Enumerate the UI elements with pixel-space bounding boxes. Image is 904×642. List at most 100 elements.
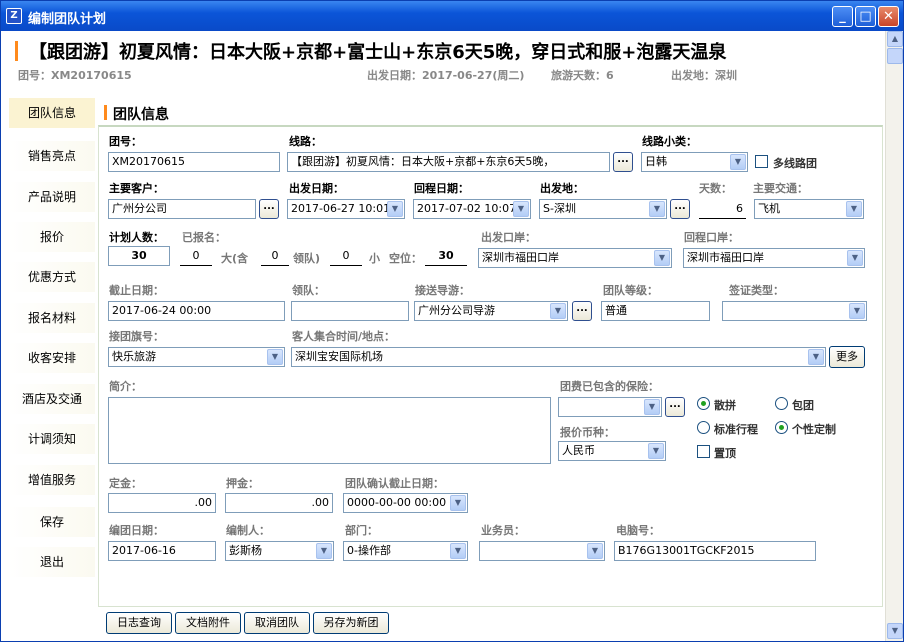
deadline-field[interactable]: 2017-06-24 00:00 — [108, 301, 285, 321]
title-bar[interactable]: Z 编制团队计划 _ □ ✕ — [1, 1, 903, 31]
radio-baotuan[interactable] — [775, 397, 788, 410]
sidebar-item-highlights[interactable]: 销售亮点 — [9, 141, 95, 171]
create-date-field[interactable]: 2017-06-16 — [108, 541, 216, 561]
minimize-button[interactable]: _ — [832, 6, 853, 27]
visa-select[interactable]: ▼ — [722, 301, 867, 321]
chevron-down-icon[interactable]: ▼ — [316, 543, 332, 559]
dept-select[interactable]: 0-操作部▼ — [343, 541, 468, 561]
sidebar-item-team-info[interactable]: 团队信息 — [9, 98, 95, 128]
creator-select[interactable]: 彭斯杨▼ — [225, 541, 334, 561]
route-browse-button[interactable]: ... — [613, 152, 633, 172]
plan-count-field[interactable]: 30 — [108, 246, 170, 266]
chevron-down-icon[interactable]: ▼ — [267, 349, 283, 365]
depart-place-browse-button[interactable]: ... — [670, 199, 690, 219]
radio-sanpin[interactable] — [697, 397, 710, 410]
chevron-down-icon[interactable]: ▼ — [730, 154, 746, 170]
chevron-down-icon[interactable]: ▼ — [649, 201, 665, 217]
sidebar-item-product[interactable]: 产品说明 — [9, 182, 95, 212]
guarantee-field[interactable]: .00 — [225, 493, 333, 513]
leader-label: 领队) — [293, 252, 321, 265]
radio-standard[interactable] — [697, 421, 710, 434]
chevron-down-icon[interactable]: ▼ — [654, 250, 670, 266]
leader-count-field[interactable]: 0 — [261, 246, 289, 266]
sidebar-item-discount[interactable]: 优惠方式 — [9, 262, 95, 292]
chevron-down-icon[interactable]: ▼ — [847, 250, 863, 266]
transport-label: 主要交通： — [753, 182, 808, 195]
chevron-down-icon[interactable]: ▼ — [450, 543, 466, 559]
group-no-field[interactable]: XM20170615 — [108, 152, 280, 172]
route-field[interactable]: 【跟团游】初夏风情：日本大阪+京都+东京6天5晚， — [287, 152, 610, 172]
insurance-label: 团费已包含的保险： — [560, 380, 659, 393]
route-sub-select[interactable]: 日韩▼ — [641, 152, 748, 172]
currency-label: 报价币种： — [560, 426, 615, 439]
confirm-date-select[interactable]: 0000-00-00 00:00▼ — [343, 493, 468, 513]
meet-value: 深圳宝安国际机场 — [295, 350, 383, 363]
scroll-thumb[interactable] — [887, 48, 903, 64]
chevron-down-icon[interactable]: ▼ — [387, 201, 403, 217]
currency-select[interactable]: 人民币▼ — [558, 441, 666, 461]
chevron-down-icon[interactable]: ▼ — [550, 303, 566, 319]
sidebar-item-notes[interactable]: 计调须知 — [9, 424, 95, 454]
pin-checkbox[interactable] — [697, 445, 710, 458]
sidebar-item-services[interactable]: 增值服务 — [9, 465, 95, 495]
chevron-down-icon[interactable]: ▼ — [846, 201, 862, 217]
days-field[interactable]: 6 — [699, 199, 746, 219]
return-port-label: 回程口岸： — [684, 231, 739, 244]
scroll-up-icon[interactable]: ▲ — [887, 31, 903, 47]
insurance-browse-button[interactable]: ... — [665, 397, 685, 417]
section-title: 团队信息 — [113, 107, 169, 123]
maximize-button[interactable]: □ — [855, 6, 876, 27]
chevron-down-icon[interactable]: ▼ — [644, 399, 660, 415]
return-date-select[interactable]: 2017-07-02 10:07▼ — [413, 199, 531, 219]
vertical-scrollbar[interactable]: ▲ ▼ — [885, 31, 903, 641]
route-sub-label: 线路小类： — [642, 135, 697, 148]
client-browse-button[interactable]: ... — [259, 199, 279, 219]
log-query-button[interactable]: 日志查询 — [106, 612, 172, 634]
sales-select[interactable]: ▼ — [479, 541, 605, 561]
insurance-select[interactable]: ▼ — [558, 397, 662, 417]
depart-place-label: 出发地： — [540, 182, 584, 195]
chevron-down-icon[interactable]: ▼ — [513, 201, 529, 217]
deposit-field[interactable]: .00 — [108, 493, 216, 513]
more-button[interactable]: 更多 — [829, 346, 865, 368]
transport-select[interactable]: 飞机▼ — [754, 199, 864, 219]
sidebar-item-materials[interactable]: 报名材料 — [9, 303, 95, 333]
guide-browse-button[interactable]: ... — [572, 301, 592, 321]
depart-date-select[interactable]: 2017-06-27 10:01▼ — [287, 199, 405, 219]
sidebar-item-hotel-transport[interactable]: 酒店及交通 — [9, 384, 95, 414]
chevron-down-icon[interactable]: ▼ — [849, 303, 865, 319]
grade-field[interactable]: 普通 — [601, 301, 710, 321]
multi-route-checkbox[interactable] — [755, 155, 768, 168]
flag-select[interactable]: 快乐旅游▼ — [108, 347, 285, 367]
child-count-field[interactable]: 0 — [330, 246, 362, 266]
scroll-down-icon[interactable]: ▼ — [887, 623, 903, 639]
radio-standard-label: 标准行程 — [714, 423, 758, 436]
guide-select[interactable]: 广州分公司导游▼ — [414, 301, 568, 321]
return-port-select[interactable]: 深圳市福田口岸▼ — [683, 248, 865, 268]
team-leader-field[interactable] — [291, 301, 409, 321]
radio-baotuan-label: 包团 — [792, 399, 814, 412]
sidebar-item-arrangement[interactable]: 收客安排 — [9, 343, 95, 373]
depart-place-select[interactable]: S-深圳▼ — [539, 199, 667, 219]
sidebar-item-quote[interactable]: 报价 — [9, 222, 95, 252]
intro-textarea[interactable] — [108, 397, 551, 464]
attachments-button[interactable]: 文档附件 — [175, 612, 241, 634]
chevron-down-icon[interactable]: ▼ — [450, 495, 466, 511]
save-as-new-button[interactable]: 另存为新团 — [313, 612, 389, 634]
client-field[interactable]: 广州分公司 — [108, 199, 256, 219]
create-date-label: 编团日期： — [109, 524, 164, 537]
cancel-team-button[interactable]: 取消团队 — [244, 612, 310, 634]
meet-select[interactable]: 深圳宝安国际机场 ▼ — [291, 347, 826, 367]
trip-header: 【跟团游】初夏风情：日本大阪+京都+富士山+东京6天5晚，穿日式和服+泡露天温泉… — [1, 31, 885, 93]
radio-custom[interactable] — [775, 421, 788, 434]
close-button[interactable]: ✕ — [878, 6, 899, 27]
chevron-down-icon[interactable]: ▼ — [808, 349, 824, 365]
sidebar-item-save[interactable]: 保存 — [9, 507, 95, 537]
chevron-down-icon[interactable]: ▼ — [587, 543, 603, 559]
sidebar-item-exit[interactable]: 退出 — [9, 547, 95, 577]
chevron-down-icon[interactable]: ▼ — [648, 443, 664, 459]
pc-field[interactable]: B176G13001TGCKF2015 — [614, 541, 816, 561]
signed-field[interactable]: 0 — [180, 246, 212, 266]
out-port-select[interactable]: 深圳市福田口岸▼ — [478, 248, 672, 268]
